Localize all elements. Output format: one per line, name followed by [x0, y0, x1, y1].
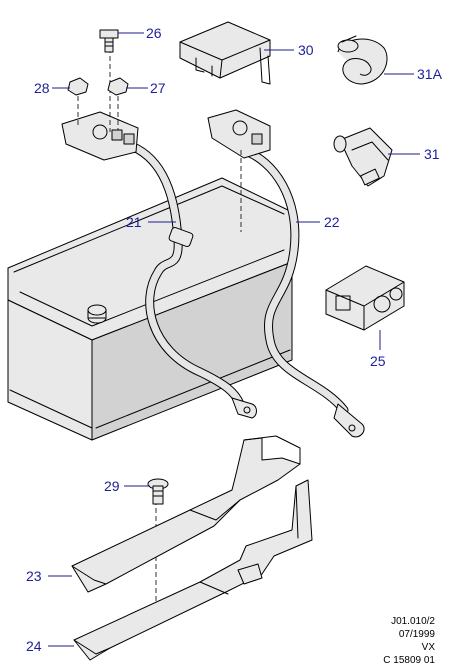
reference-model: VX	[421, 642, 435, 653]
tray-24	[73, 479, 313, 661]
callout-26: 26	[146, 25, 162, 41]
callout-24: 24	[26, 638, 42, 654]
cover-23	[71, 435, 301, 593]
battery	[7, 177, 293, 441]
callout-31A: 31A	[417, 66, 443, 82]
cable-21	[61, 111, 257, 419]
callout-30: 30	[298, 42, 314, 58]
callout-22: 22	[324, 214, 340, 230]
connector-block-25	[325, 265, 405, 331]
callout-21: 21	[126, 214, 142, 230]
reference-date: 07/1999	[398, 629, 435, 640]
reference-figure: C 15809 01	[383, 655, 435, 666]
bolt-26	[99, 29, 119, 53]
reference-code: J01.010/2	[391, 616, 435, 627]
callout-29: 29	[104, 478, 120, 494]
callout-27: 27	[150, 80, 166, 96]
leader-lines	[48, 32, 420, 647]
callout-23: 23	[26, 568, 42, 584]
callout-25: 25	[370, 353, 386, 369]
clip-31	[333, 127, 393, 187]
fuse-box-30	[179, 21, 271, 85]
callout-28: 28	[34, 80, 50, 96]
nut-27	[107, 77, 129, 96]
screw-29	[147, 478, 169, 505]
cable-22	[207, 109, 365, 438]
callout-31: 31	[424, 146, 440, 162]
nut-28	[67, 77, 89, 96]
clip-31A	[337, 35, 388, 85]
reference-block: J01.010/2 07/1999 VX C 15809 01	[383, 615, 435, 667]
